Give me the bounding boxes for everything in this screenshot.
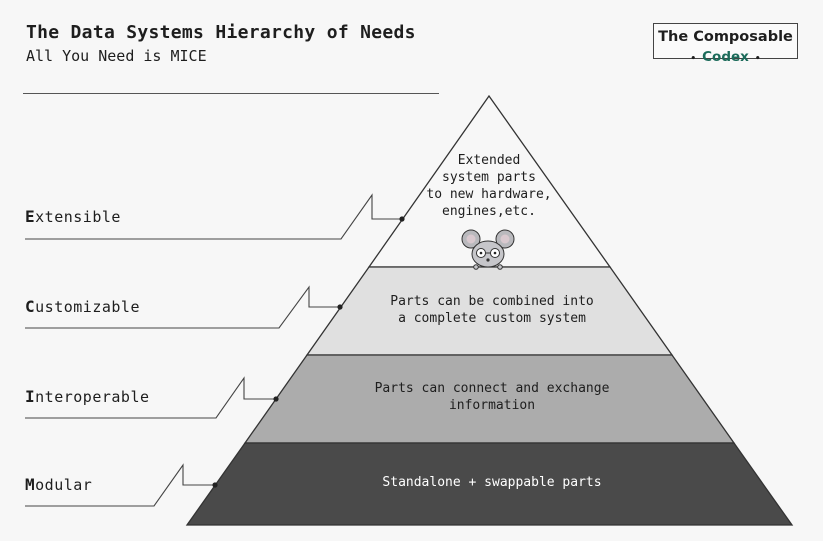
- tier-text-line: engines,etc.: [442, 204, 536, 219]
- label-initial: C: [25, 297, 36, 316]
- label-modular: Modular: [25, 475, 92, 494]
- logo-line-2: • Codex •: [654, 50, 797, 67]
- tier-text-interoperable: Parts can connect and exchange informati…: [329, 380, 655, 414]
- leader-line-modular: [25, 463, 215, 507]
- label-initial: E: [25, 207, 36, 226]
- leader-dot-interoperable: [273, 396, 279, 402]
- leader-line-interoperable: [25, 376, 276, 419]
- tier-text-line: system parts: [442, 170, 536, 185]
- diagram-title: The Data Systems Hierarchy of Needs: [26, 22, 416, 43]
- label-extensible: Extensible: [25, 207, 121, 226]
- tier-text-modular: Standalone + swappable parts: [329, 474, 655, 491]
- tier-text-customizable: Parts can be combined into a complete cu…: [349, 293, 635, 327]
- tier-text-line: a complete custom system: [398, 311, 586, 326]
- leader-dot-modular: [212, 482, 218, 488]
- tier-text-line: information: [448, 398, 536, 413]
- label-rest: odular: [35, 476, 93, 494]
- logo-dot-right: •: [754, 54, 761, 64]
- label-rest: ustomizable: [35, 298, 140, 316]
- tier-modular: [185, 442, 794, 526]
- tier-text-extensible: Extended system parts to new hardware, e…: [409, 152, 569, 220]
- logo-line-1: The Composable: [658, 29, 793, 45]
- label-interoperable: Interoperable: [25, 387, 150, 406]
- tier-text-line: Extended: [457, 153, 521, 168]
- label-rest: nteroperable: [35, 388, 150, 406]
- tier-text-line: Parts can connect and exchange: [374, 381, 610, 396]
- diagram-subtitle: All You Need is MICE: [26, 47, 207, 65]
- leader-dot-extensible: [399, 216, 405, 222]
- label-initial: I: [25, 387, 36, 406]
- tier-text-line: to new hardware,: [426, 187, 552, 202]
- title-divider: [23, 93, 439, 94]
- logo-codex: Codex: [702, 49, 749, 65]
- label-rest: xtensible: [35, 208, 121, 226]
- leader-line-customizable: [25, 285, 340, 329]
- logo-dot-left: •: [690, 54, 697, 64]
- label-customizable: Customizable: [25, 297, 140, 316]
- leader-dot-customizable: [337, 304, 343, 310]
- leader-line-extensible: [25, 193, 402, 240]
- brand-logo: The Composable • Codex •: [653, 23, 798, 65]
- label-initial: M: [25, 475, 36, 494]
- tier-text-line: Parts can be combined into: [390, 294, 594, 309]
- mouse-mascot-icon: [461, 229, 515, 270]
- tier-text-line: Standalone + swappable parts: [382, 475, 602, 490]
